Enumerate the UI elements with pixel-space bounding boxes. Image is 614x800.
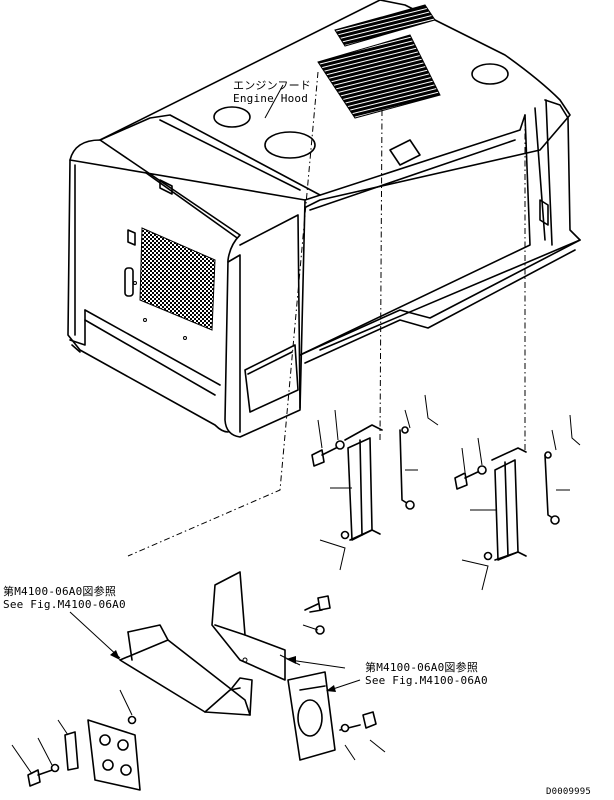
engine-hood bbox=[67, 0, 581, 438]
engine-hood-label-jp: エンジンフード bbox=[233, 79, 312, 92]
lower-bracket-right bbox=[211, 571, 386, 761]
reference-note-left-en: See Fig.M4100-06A0 bbox=[3, 598, 126, 611]
stay-bracket-right bbox=[454, 414, 581, 591]
engine-hood-leader bbox=[264, 84, 284, 119]
engine-hood-label-en: Engine Hood bbox=[233, 92, 309, 105]
reference-note-right-jp: 第M4100-06A0図参照 bbox=[365, 661, 479, 674]
reference-note-right-en: See Fig.M4100-06A0 bbox=[365, 674, 488, 687]
stay-bracket-left bbox=[311, 394, 439, 571]
lower-bracket-left bbox=[11, 624, 253, 791]
reference-note-left-jp: 第M4100-06A0図参照 bbox=[3, 585, 117, 598]
reference-arrows bbox=[69, 611, 361, 692]
centerlines bbox=[127, 71, 526, 557]
drawing-number: D0009995 bbox=[546, 787, 591, 797]
